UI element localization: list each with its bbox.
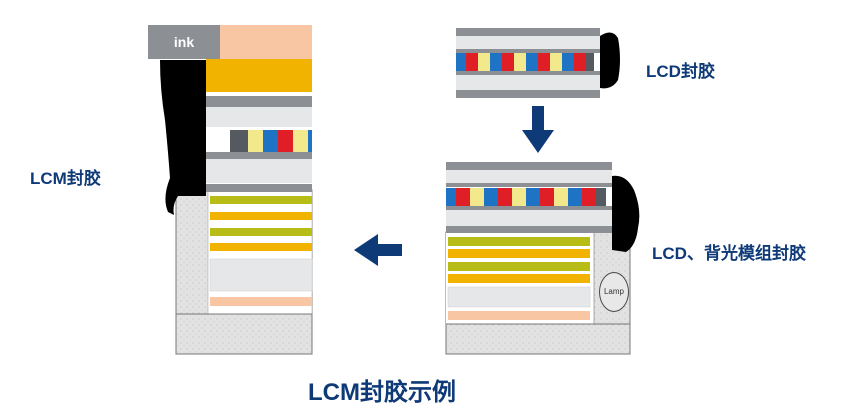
- peach-layer: [220, 25, 312, 59]
- lcd-backlight-sealant: [612, 175, 640, 252]
- lcd-module: [456, 28, 620, 98]
- lcd-backlight-seal-label: LCD、背光模组封胶: [652, 244, 806, 263]
- lamp-label: Lamp: [599, 272, 629, 312]
- down-arrow-icon: [522, 106, 554, 153]
- lcd-backlight-module: [445, 162, 640, 355]
- glass-top: [206, 96, 312, 107]
- color-filter-row: [230, 130, 312, 152]
- lcm-seal-label: LCM封胶: [30, 169, 101, 188]
- left-arrow-icon: [354, 234, 402, 266]
- lcd-bl-color-filter-row: [446, 188, 606, 206]
- lcm-sealant: [160, 60, 206, 215]
- panel-light: [206, 159, 312, 183]
- orange-layer: [206, 59, 312, 92]
- glass-bottom: [206, 184, 312, 192]
- polarizer: [206, 107, 312, 127]
- frame-inner: [207, 189, 313, 315]
- ink-label: ink: [148, 25, 220, 59]
- lcd-seal-label: LCD封胶: [646, 62, 715, 81]
- lcd-sealant: [600, 32, 620, 89]
- lcd-color-filter-row: [456, 53, 594, 71]
- glass-mid: [206, 152, 312, 159]
- diagram-title: LCM封胶示例: [308, 379, 456, 406]
- lcm-module: [160, 25, 313, 355]
